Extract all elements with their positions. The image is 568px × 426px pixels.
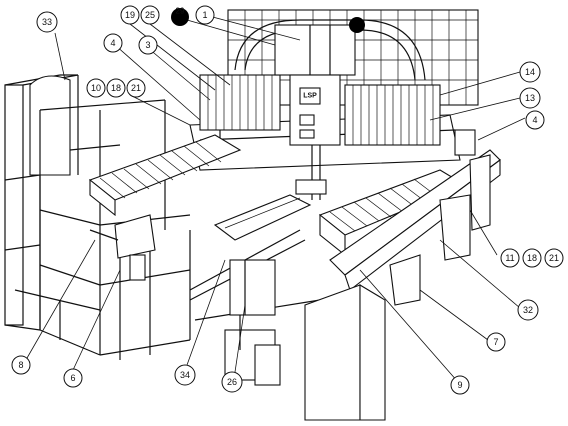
top-plate-stack-left [199,74,281,131]
svg-text:11: 11 [505,253,514,263]
svg-text:8: 8 [18,360,23,370]
left-tower-frame [4,74,79,331]
callout-4-right: 4 [525,110,545,130]
svg-text:21: 21 [549,253,559,263]
svg-text:19: 19 [125,10,135,20]
spindle-head: LSP [274,24,356,200]
callout-21-right: 21 [544,248,564,268]
svg-text:25: 25 [145,10,155,20]
svg-text:14: 14 [525,67,535,77]
front-pedestals [224,259,281,386]
callout-10: 10 [86,78,106,98]
callout-leaders [22,14,526,383]
svg-text:6: 6 [70,373,75,383]
svg-text:3: 3 [145,40,150,50]
callout-markers: 33 19 25 29 1 4 3 10 [11,5,564,395]
callout-32: 32 [517,299,539,321]
callout-29: 29 [171,7,189,26]
svg-text:4: 4 [110,38,115,48]
svg-text:7: 7 [493,337,498,347]
control-cabinet [304,284,386,421]
callout-26: 26 [221,371,243,393]
left-blade-magazine [88,134,242,217]
svg-text:13: 13 [525,93,535,103]
svg-text:9: 9 [457,380,462,390]
svg-text:18: 18 [111,83,121,93]
callout-25: 25 [140,5,160,25]
svg-text:32: 32 [523,305,533,315]
marker-dot-top [349,17,365,33]
callout-6: 6 [63,368,83,388]
top-plate-stack-right [344,84,441,146]
callout-11: 11 [500,248,520,268]
center-tray [213,194,312,241]
callout-33: 33 [36,11,58,33]
callout-19: 19 [120,5,140,25]
callout-21-left: 21 [126,78,146,98]
svg-text:10: 10 [91,83,101,93]
svg-text:1: 1 [202,10,207,20]
svg-text:26: 26 [227,377,237,387]
svg-text:18: 18 [527,253,537,263]
svg-text:34: 34 [180,370,190,380]
callout-13: 13 [519,87,541,109]
callout-4-left: 4 [103,33,123,53]
callout-14: 14 [519,61,541,83]
svg-text:21: 21 [131,83,141,93]
callout-34: 34 [174,364,196,386]
callout-8: 8 [11,355,31,375]
callout-1: 1 [195,5,215,25]
callout-3: 3 [138,35,158,55]
head-logo: LSP [303,93,317,100]
callout-18-left: 18 [106,78,126,98]
svg-text:29: 29 [176,7,185,16]
callout-9: 9 [450,375,470,395]
callout-18-right: 18 [522,248,542,268]
right-base-rail [329,129,501,306]
left-vise [89,214,156,281]
callout-7: 7 [486,332,506,352]
svg-text:33: 33 [42,17,52,27]
svg-text:4: 4 [532,115,537,125]
